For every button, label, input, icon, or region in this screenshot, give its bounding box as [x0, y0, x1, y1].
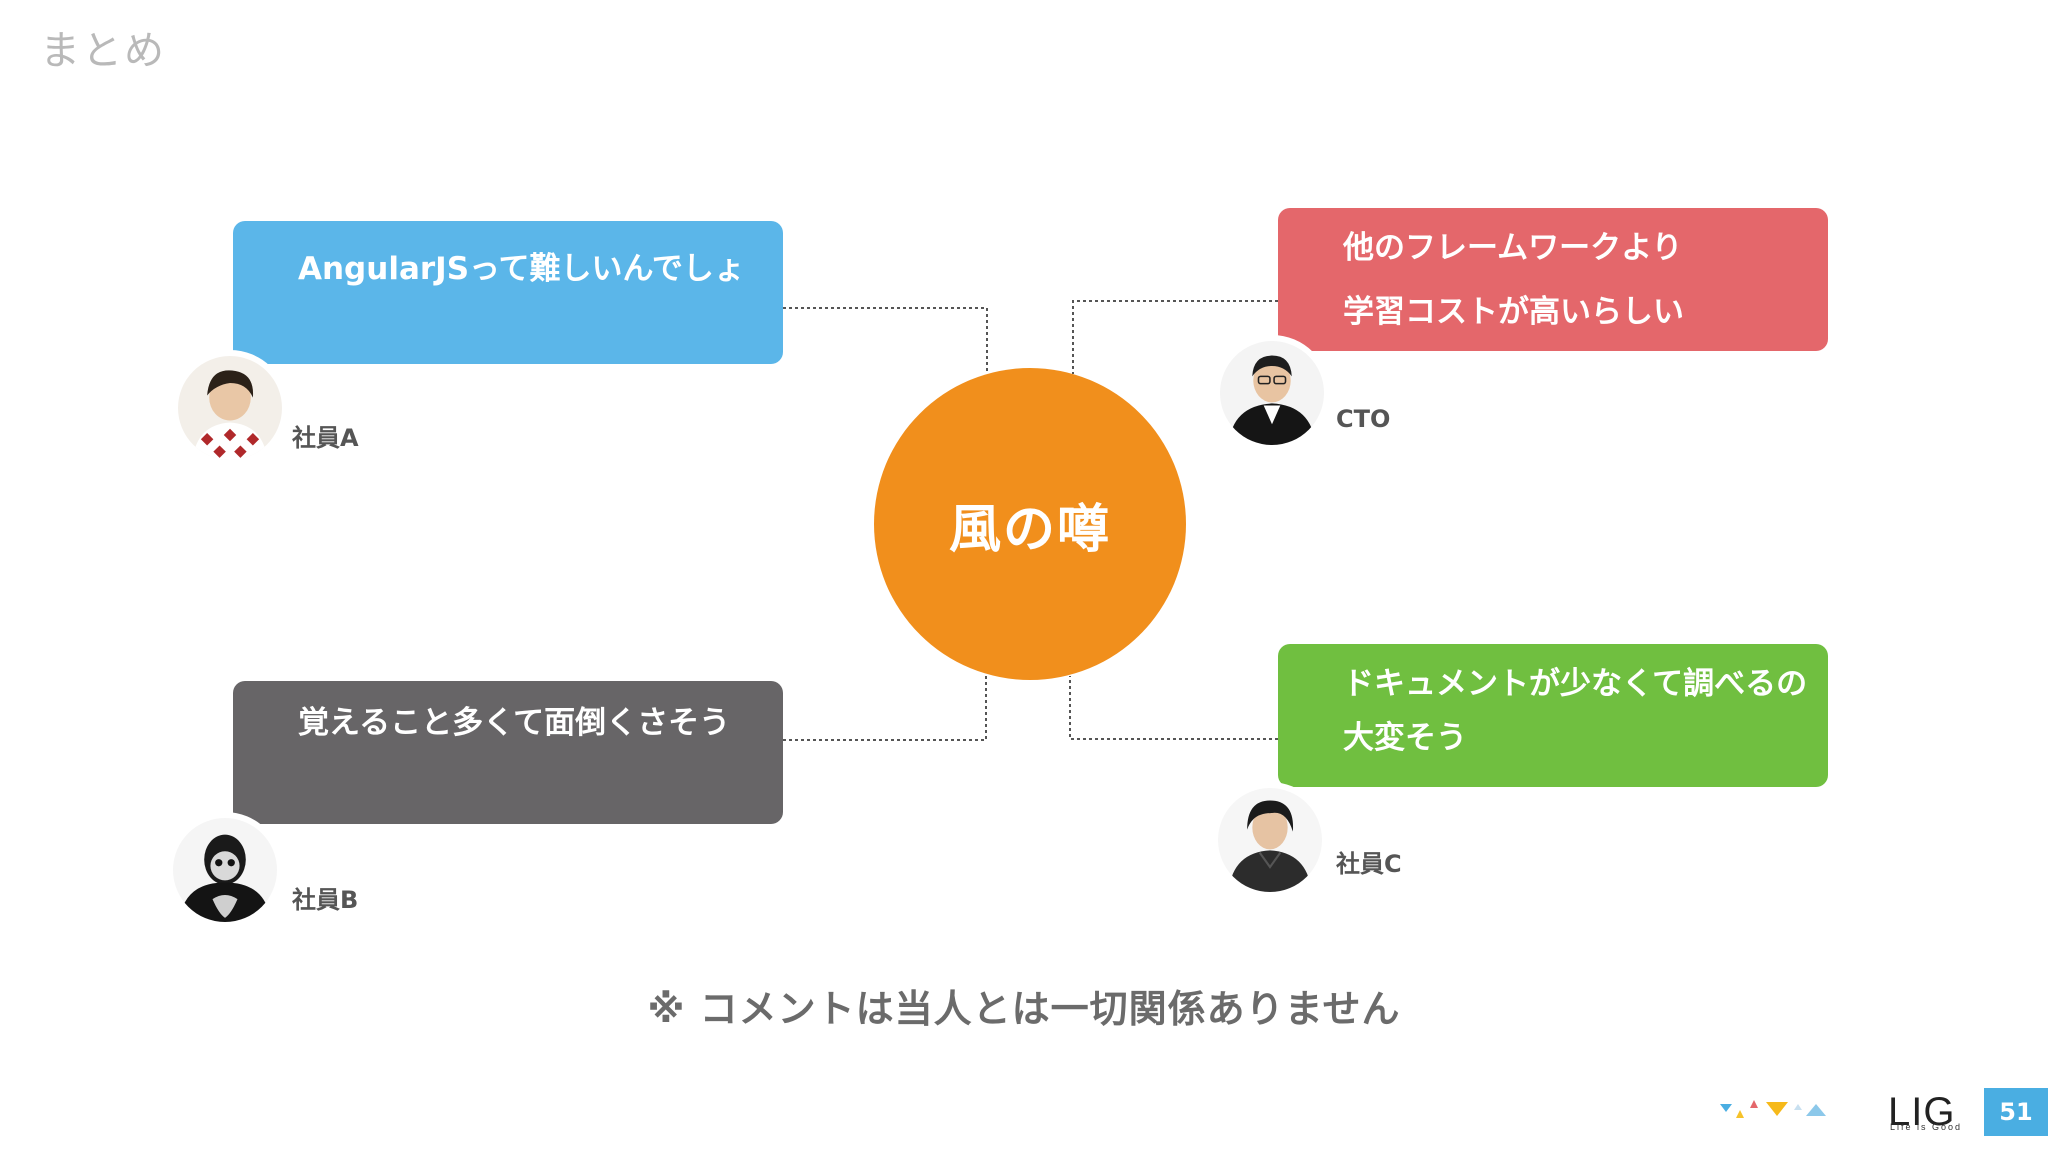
connector-c [1069, 676, 1278, 740]
avatar-employee-b [167, 812, 283, 928]
disclaimer-note: ※ コメントは当人とは一切関係ありません [647, 987, 1401, 1031]
avatar-employee-c [1212, 782, 1328, 898]
avatar-employee-a [172, 350, 288, 466]
comment-bubble-a: AngularJSって難しいんでしょ [233, 221, 783, 364]
comment-bubble-cto: 他のフレームワークより 学習コストが高いらしい [1278, 208, 1828, 351]
slide-title: まとめ [40, 28, 166, 74]
person-label-c: 社員C [1336, 850, 1402, 878]
connector-b [783, 676, 987, 741]
person-photo-icon [173, 818, 277, 922]
comment-bubble-b: 覚えること多くて面倒くさそう [233, 681, 783, 824]
comment-bubble-c: ドキュメントが少なくて調べるの 大変そう [1278, 644, 1828, 787]
avatar-cto [1214, 335, 1330, 451]
person-label-a: 社員A [292, 424, 359, 452]
lig-logo: LIG [1888, 1090, 1956, 1134]
comment-b-line-1: 覚えること多くて面倒くさそう [298, 705, 731, 741]
person-photo-icon [1218, 788, 1322, 892]
person-label-cto: CTO [1336, 405, 1391, 433]
person-label-b: 社員B [292, 886, 359, 914]
comment-cto-line-2: 学習コストが高いらしい [1343, 294, 1684, 330]
triangle-decoration-icon [1720, 1100, 1826, 1118]
comment-cto-line-1: 他のフレームワークより [1343, 230, 1683, 266]
hub-label: 風の噂 [948, 499, 1111, 560]
comment-c-line-2: 大変そう [1343, 720, 1467, 756]
page-number: 51 [1984, 1088, 2048, 1136]
comment-c-line-1: ドキュメントが少なくて調べるの [1343, 666, 1808, 702]
comment-a-line-1: AngularJSって難しいんでしょ [298, 251, 745, 287]
person-photo-icon [178, 356, 282, 460]
person-photo-icon [1220, 341, 1324, 445]
connector-a [783, 307, 988, 372]
hub-circle: 風の噂 [874, 368, 1186, 680]
lig-tagline: Life is Good [1890, 1122, 1963, 1132]
